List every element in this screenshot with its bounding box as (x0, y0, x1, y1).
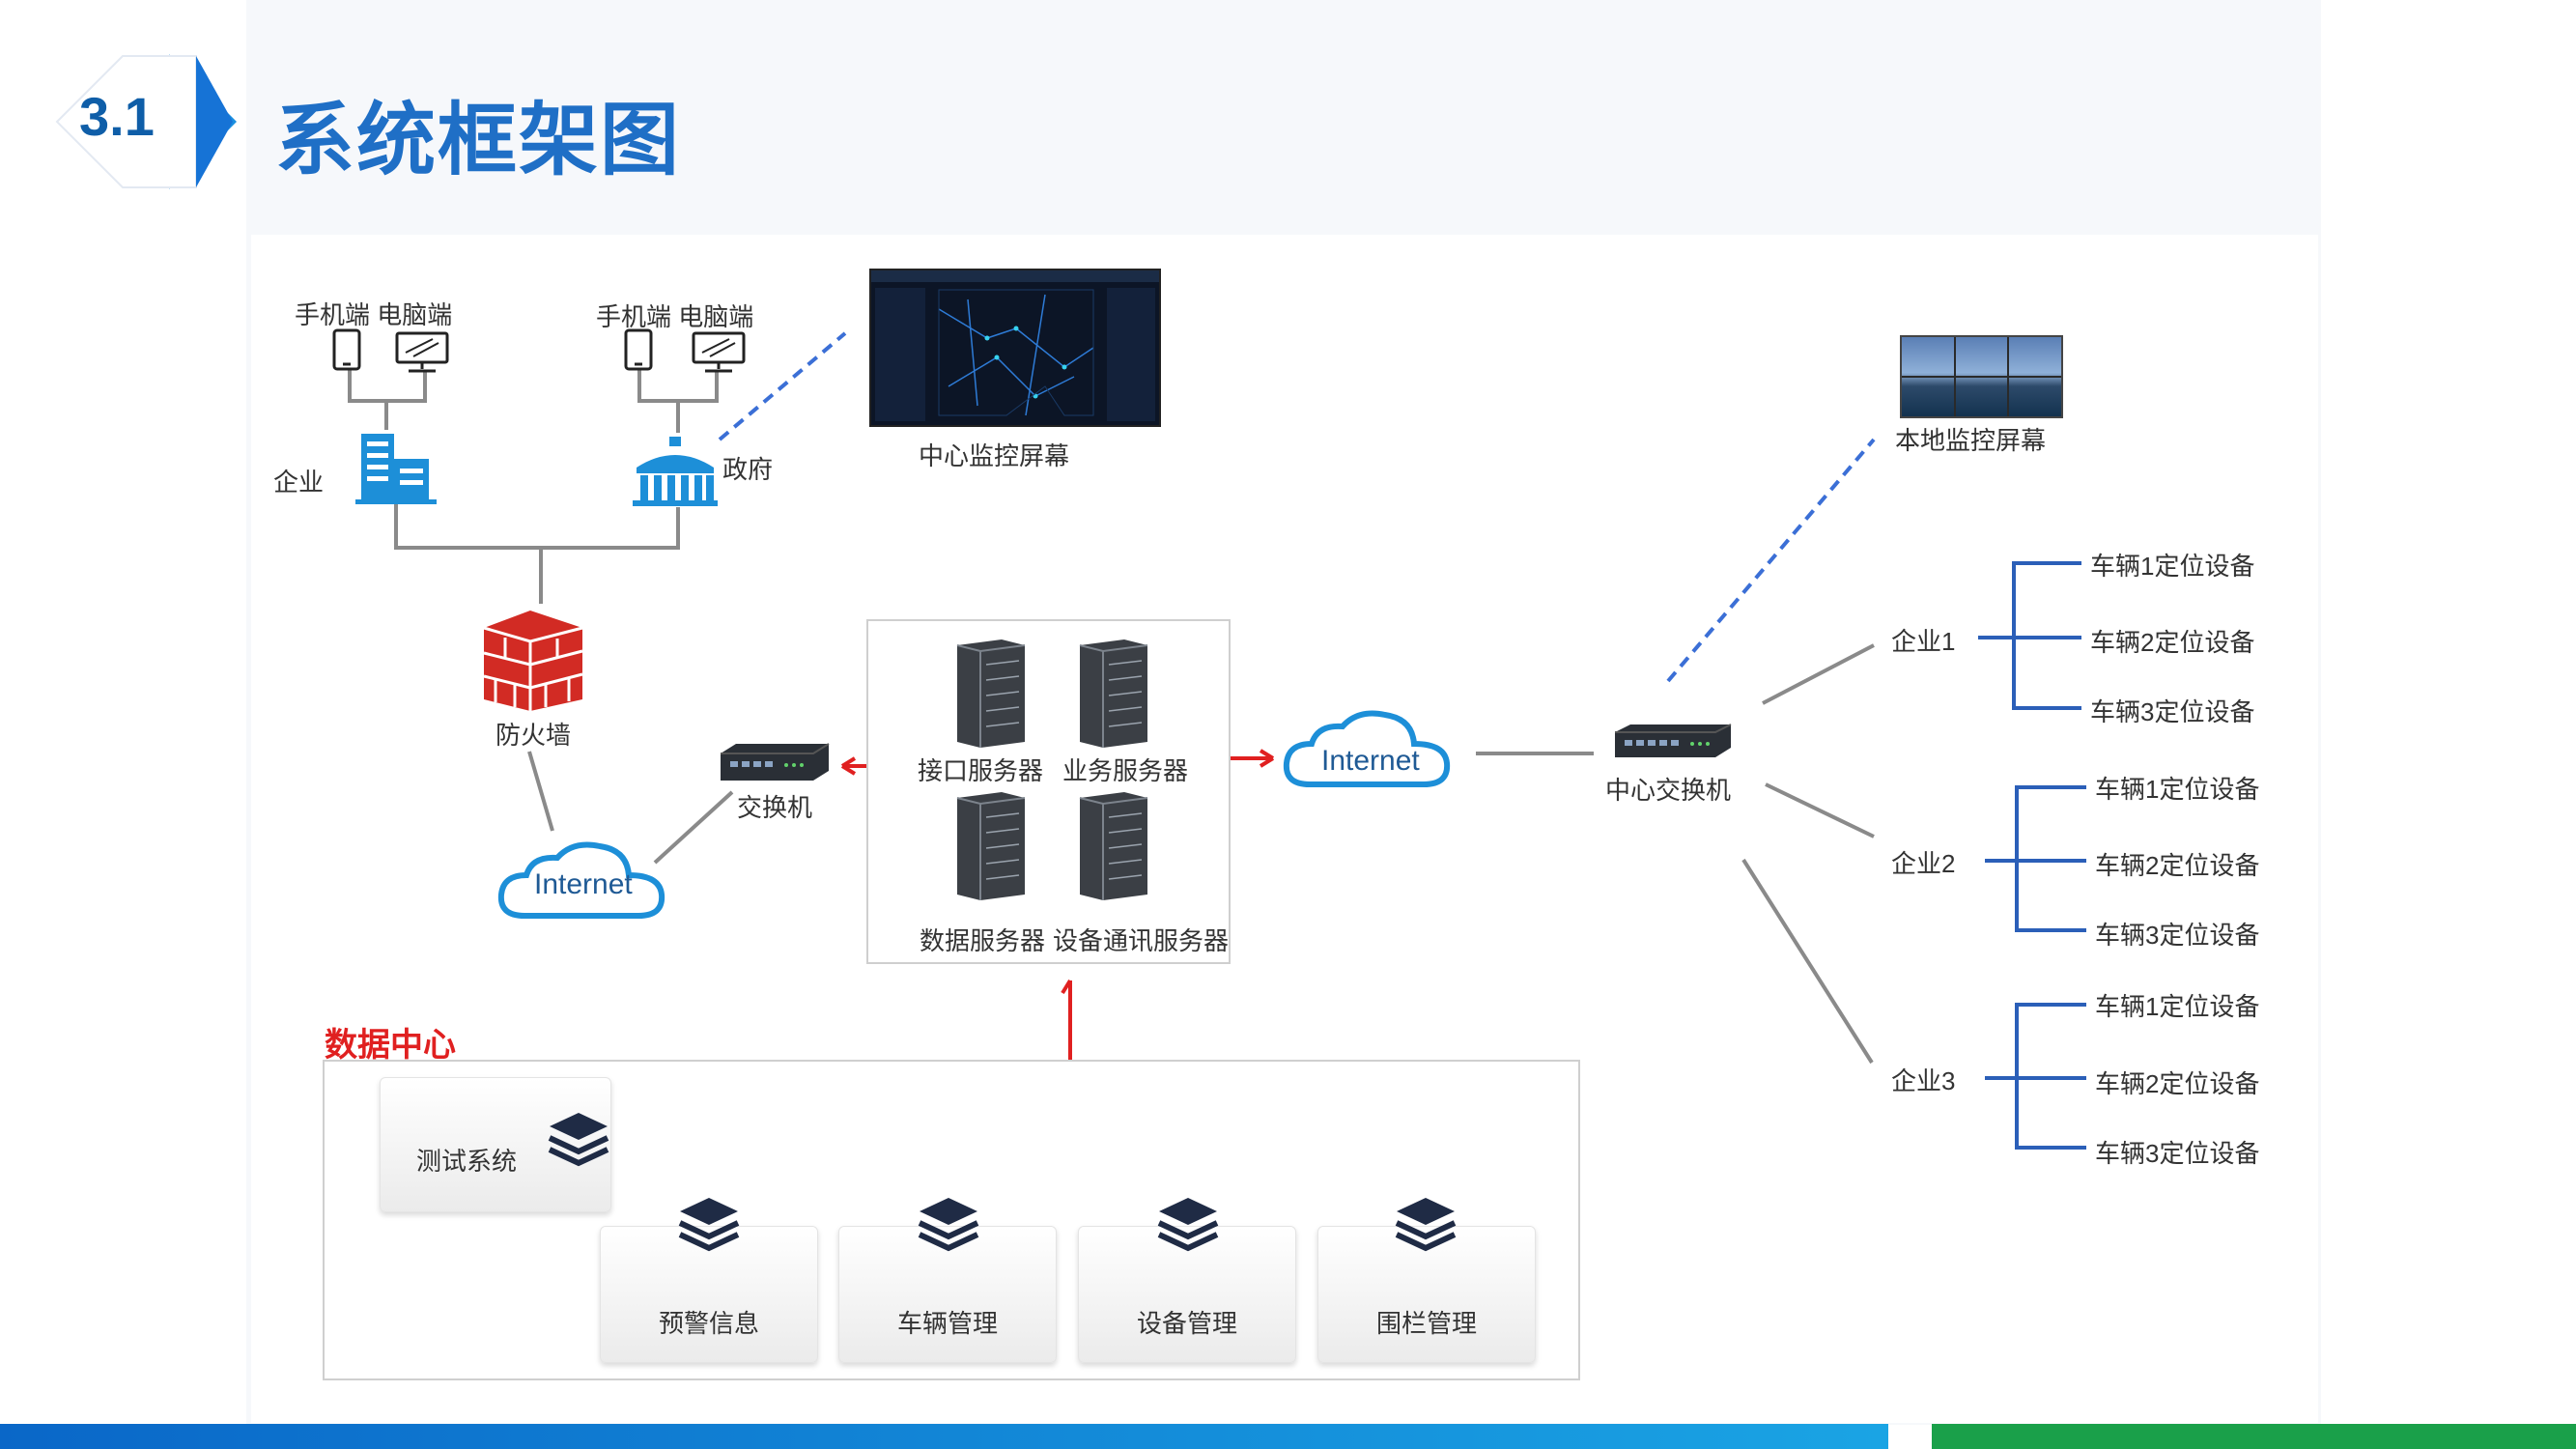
module-label: 车辆管理 (896, 1309, 998, 1338)
local-monitor-screen (1900, 335, 2063, 418)
enterprise-2-device-2: 车辆2定位设备 (2095, 851, 2260, 880)
enterprise-1-device-1: 车辆1定位设备 (2090, 552, 2255, 581)
cloud-icon (497, 841, 665, 919)
cloud-icon (1283, 710, 1451, 787)
monitor-map-graphic (871, 270, 1159, 421)
network-switch-icon (721, 743, 830, 781)
rack-server-icon (1079, 639, 1148, 748)
module-card-device: 设备管理 (1078, 1226, 1296, 1363)
enterprise-2-label: 企业2 (1891, 849, 1956, 878)
data-center-title: 数据中心 (325, 1027, 456, 1064)
module-label: 设备管理 (1136, 1309, 1237, 1338)
business-server-label: 业务服务器 (1062, 756, 1189, 785)
page-title: 系统框架图 (275, 97, 682, 185)
internet-left-label: Internet (534, 868, 633, 900)
layers-icon (548, 1113, 609, 1167)
rack-server-icon (956, 792, 1026, 900)
enterprise-2-device-3: 车辆3定位设备 (2095, 921, 2260, 950)
mobile-phone-icon (332, 328, 361, 371)
center-monitor-screen (869, 269, 1161, 427)
interface-server-label: 接口服务器 (918, 756, 1044, 785)
center-switch-icon (1615, 724, 1732, 757)
government-building-icon (633, 437, 718, 506)
server-cluster-box (866, 619, 1231, 964)
enterprise-label: 企业 (273, 468, 325, 497)
enterprise-1-device-3: 车辆3定位设备 (2090, 697, 2255, 726)
enterprise-3-device-1: 车辆1定位设备 (2095, 992, 2260, 1021)
module-label: 围栏管理 (1375, 1309, 1477, 1338)
desktop-computer-icon (692, 331, 746, 373)
switch-label: 交换机 (737, 793, 813, 822)
module-label: 预警信息 (658, 1309, 759, 1338)
section-badge (53, 46, 246, 201)
enterprise-1-label: 企业1 (1891, 627, 1956, 656)
video-wall-grid (1902, 337, 2061, 416)
center-monitor-label: 中心监控屏幕 (919, 441, 1070, 470)
government-label: 政府 (722, 455, 774, 484)
layers-icon (918, 1198, 979, 1252)
layers-icon (678, 1198, 740, 1252)
enterprise-3-device-3: 车辆3定位设备 (2095, 1139, 2260, 1168)
footer-bar-green (1932, 1424, 2576, 1449)
section-number: 3.1 (79, 86, 155, 147)
data-server-label: 数据服务器 (920, 926, 1046, 955)
section-badge-shape (55, 54, 237, 189)
test-system-module: 测试系统 (380, 1077, 611, 1212)
firewall-label: 防火墙 (495, 721, 572, 750)
enterprise-3-label: 企业3 (1891, 1066, 1956, 1095)
rack-server-icon (956, 639, 1026, 748)
test-system-label: 测试系统 (415, 1147, 517, 1176)
device-comm-server-label: 设备通讯服务器 (1053, 926, 1230, 955)
client-types-label-2: 手机端 电脑端 (596, 302, 754, 331)
layers-icon (1395, 1198, 1457, 1252)
mobile-phone-icon (624, 328, 653, 371)
enterprise-3-device-2: 车辆2定位设备 (2095, 1069, 2260, 1098)
desktop-computer-icon (395, 331, 449, 373)
layers-icon (1157, 1198, 1219, 1252)
enterprise-2-device-1: 车辆1定位设备 (2095, 775, 2260, 804)
enterprise-1-device-2: 车辆2定位设备 (2090, 628, 2255, 657)
local-monitor-label: 本地监控屏幕 (1895, 426, 2047, 455)
center-switch-label: 中心交换机 (1605, 776, 1732, 805)
client-types-label-1: 手机端 电脑端 (295, 300, 453, 329)
footer-bar-blue (0, 1424, 1888, 1449)
internet-right-label: Internet (1321, 745, 1420, 777)
rack-server-icon (1079, 792, 1148, 900)
firewall-icon (483, 611, 583, 711)
enterprise-building-icon (355, 434, 437, 504)
